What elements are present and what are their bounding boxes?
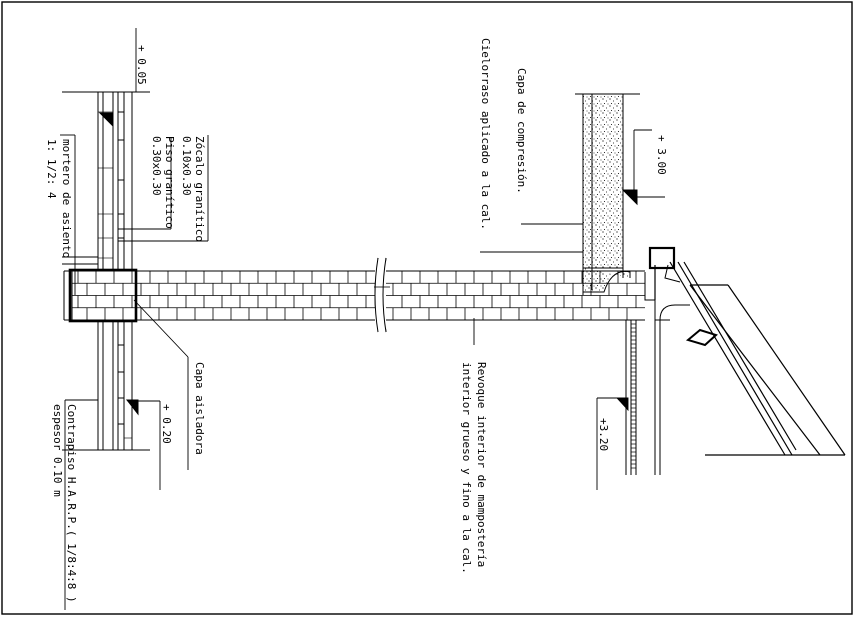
wall-break-symbol — [374, 257, 390, 333]
zocalo-label: Zócalo granítico — [193, 136, 206, 242]
brick-pattern — [72, 271, 645, 320]
level-label-300: + 3.00 — [655, 135, 668, 175]
brick-wall — [63, 270, 645, 321]
level-markers-left — [98, 112, 139, 416]
leader-lines-right — [480, 129, 665, 253]
revoque-label: Revoque interior de mampostería — [475, 362, 488, 567]
piso-label: Piso granítico — [163, 136, 176, 229]
level-label-020: + 0.20 — [160, 404, 173, 444]
level-marker-300 — [621, 189, 638, 206]
plaster-tick-marks — [631, 323, 636, 469]
capa-aisladora-box — [68, 268, 138, 323]
mortero-ratio-label: 1: 1/2: 4 — [45, 139, 58, 199]
compression-slab — [575, 93, 640, 295]
window-frame — [648, 246, 846, 456]
capa-compresion-label: Capa de compresión. — [515, 68, 528, 194]
lower-wall-right — [625, 272, 690, 475]
level-label-320: +3.20 — [597, 418, 610, 451]
leader-lines-left — [60, 28, 209, 610]
cielorraso-label: Cielorraso aplicado a la cal. — [479, 38, 492, 230]
capa-aisladora-label: Capa aisladora — [193, 362, 206, 455]
piso-size-label: 0.30x0.30 — [150, 136, 163, 196]
level-marker-320 — [596, 397, 629, 490]
mortero-label: mortero de asiento — [60, 139, 73, 258]
level-label-005: + 0.05 — [135, 45, 148, 85]
contrapiso-label: Contrapiso H.A.R.P.( 1/8:4:8 ) — [65, 404, 78, 603]
zocalo-size-label: 0.10x0.30 — [180, 136, 193, 196]
revoque-detail-label: interior grueso y fino a la cal. — [460, 362, 473, 574]
contrapiso-thickness-label: espesor 0.10 m — [51, 404, 64, 497]
